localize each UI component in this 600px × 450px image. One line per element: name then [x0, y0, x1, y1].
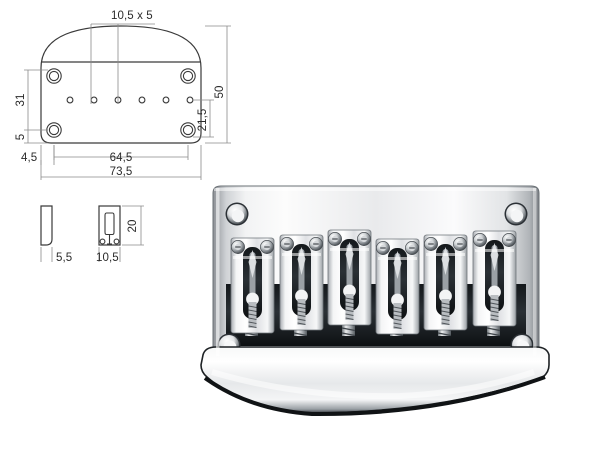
dim-label-height-left-lower: 5 — [15, 134, 27, 141]
saddle-4 — [375, 238, 420, 335]
saddle-side-view — [40, 205, 53, 246]
saddle-front-view — [98, 205, 121, 246]
saddle-slot — [104, 212, 115, 236]
saddle-3 — [327, 229, 372, 326]
saddle-5 — [423, 234, 468, 331]
saddle-screw-hole-right — [113, 238, 120, 245]
dim-label-height-inner: 21,5 — [197, 109, 209, 132]
dim-label-height-total: 50 — [214, 86, 226, 99]
dimension-width-inner — [53, 145, 189, 160]
dimension-width-total — [40, 145, 202, 180]
saddle-6 — [472, 230, 517, 327]
dim-label-width-inner: 64,5 — [110, 152, 133, 164]
dimension-height-inner — [193, 99, 214, 138]
dim-label-height-left-upper: 31 — [15, 94, 27, 107]
saddle-screw-hole-left — [99, 238, 106, 245]
bridge-front-lip — [200, 346, 550, 417]
dimension-saddle-width — [98, 247, 121, 262]
dimension-saddle-side-width — [40, 247, 53, 262]
dim-label-width-total: 73,5 — [110, 166, 133, 178]
plate-edge-highlights — [214, 188, 537, 356]
dimension-hole-spacing — [90, 23, 155, 104]
plate-outline — [40, 25, 202, 144]
dim-label-saddle-width: 10,5 — [96, 252, 119, 264]
dimension-saddle-height — [122, 205, 144, 246]
mount-hole-top-right — [504, 202, 528, 226]
dim-label-width-edge-offset: 4,5 — [21, 152, 37, 164]
dim-label-saddle-side-width: 5,5 — [56, 252, 72, 264]
mount-hole-top-left — [225, 202, 249, 226]
dimension-height-total — [205, 25, 231, 144]
dim-label-saddle-height: 20 — [127, 220, 139, 233]
dimension-height-left-lower — [24, 130, 48, 144]
saddle-1 — [230, 237, 275, 334]
saddle-2 — [279, 234, 324, 331]
dim-label-hole-spacing: 10,5 x 5 — [111, 10, 153, 22]
